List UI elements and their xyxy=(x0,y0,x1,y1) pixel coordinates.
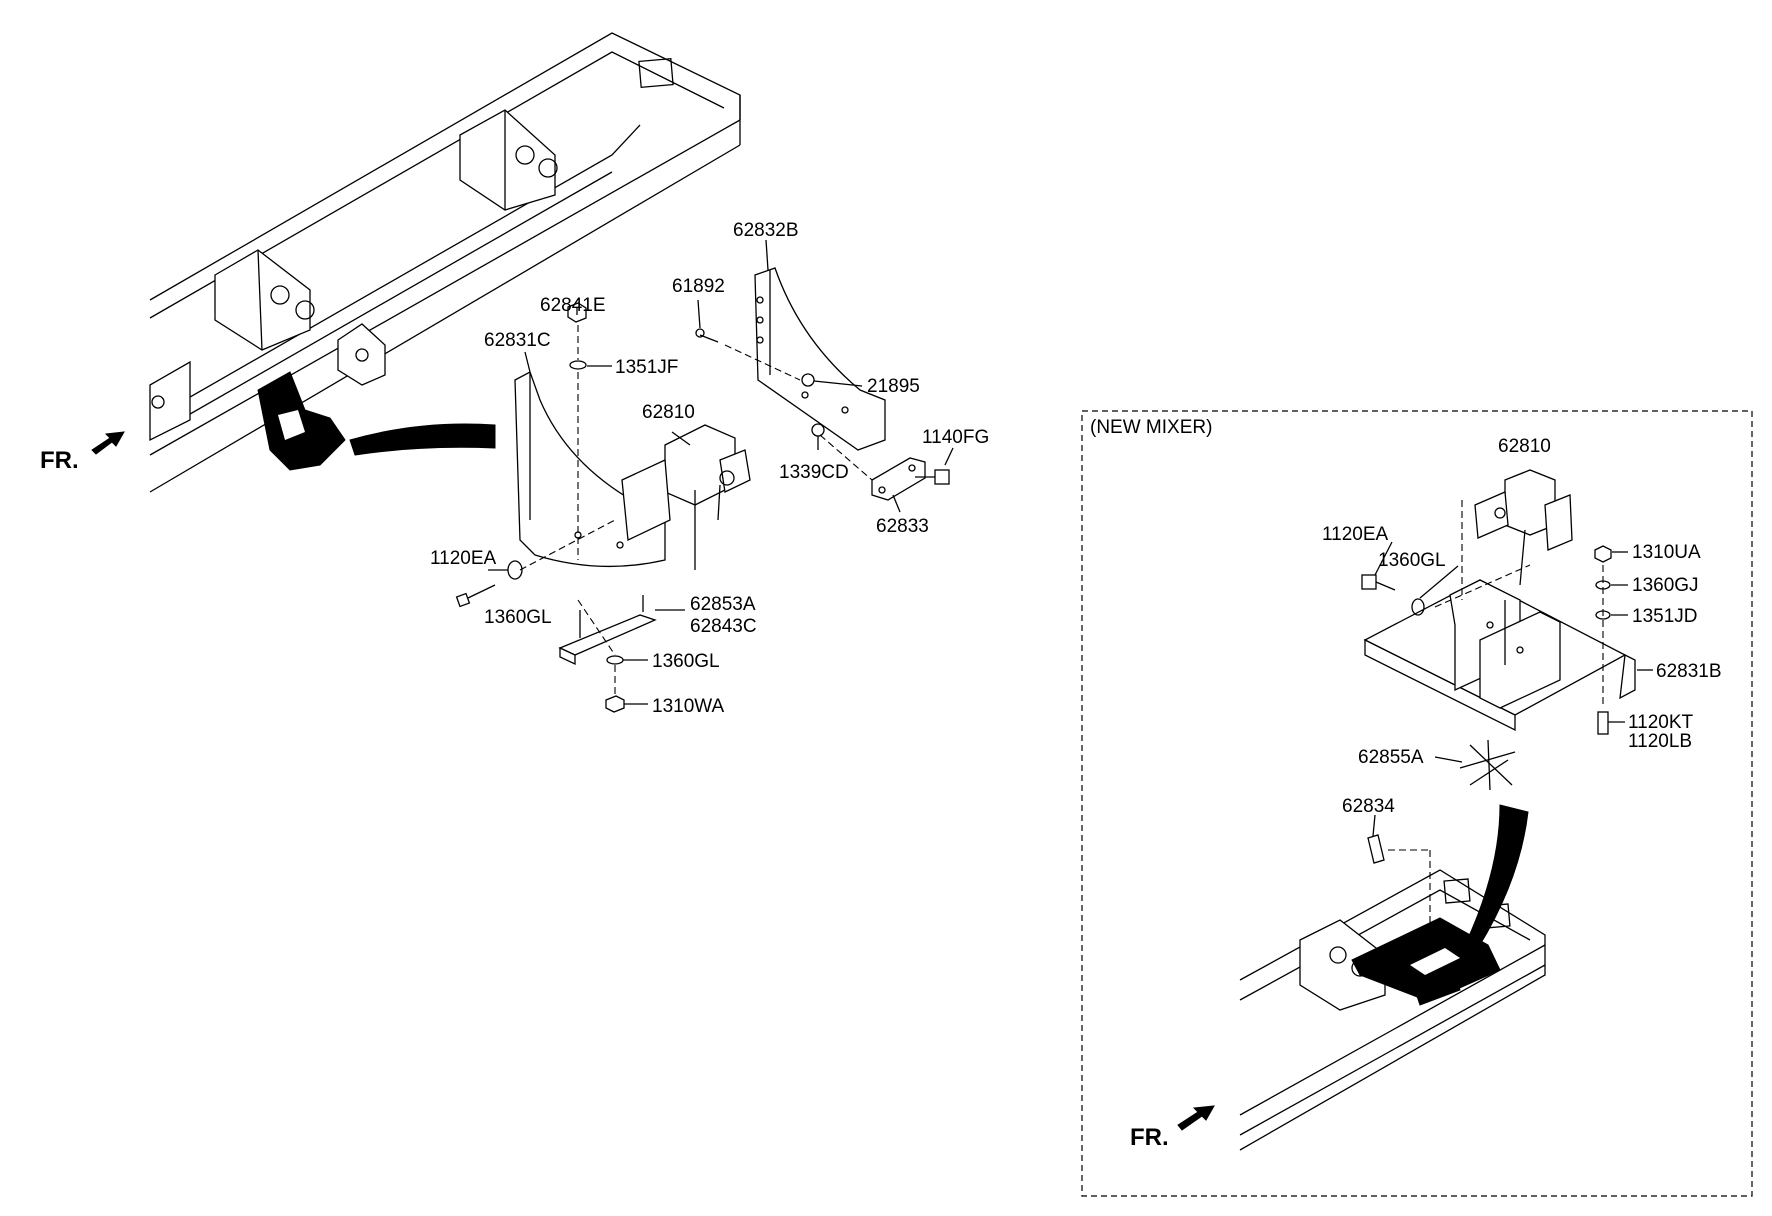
inset-label-1120KT: 1120KT xyxy=(1628,712,1694,733)
front-direction-indicator: FR. xyxy=(40,431,125,474)
label-62853A: 62853A xyxy=(690,594,756,615)
front-label: FR. xyxy=(40,447,79,474)
leader-lines-main xyxy=(488,239,954,705)
inset-leader-lines xyxy=(1372,541,1653,837)
part-labels-main: 62832B 61892 62841E 62831C 1351JF 21895 … xyxy=(430,220,989,717)
new-mixer-inset: (NEW MIXER) xyxy=(1081,410,1753,1197)
bracket-62810 xyxy=(621,424,751,570)
label-62832B: 62832B xyxy=(733,220,799,241)
plate-62833 xyxy=(871,457,926,501)
label-62843C: 62843C xyxy=(690,616,757,637)
inset-bracket-62810 xyxy=(1474,469,1573,586)
inset-label-1360GJ: 1360GJ xyxy=(1632,575,1699,596)
inset-label-62831B: 62831B xyxy=(1656,661,1722,682)
label-1339CD: 1339CD xyxy=(779,462,849,483)
label-62841E: 62841E xyxy=(540,295,606,316)
label-62831C: 62831C xyxy=(484,330,551,351)
label-1140FG: 1140FG xyxy=(922,427,989,448)
label-62833: 62833 xyxy=(876,516,929,537)
inset-label-1351JD: 1351JD xyxy=(1632,606,1698,627)
inset-label-1120LB: 1120LB xyxy=(1628,731,1692,752)
inset-label-62834: 62834 xyxy=(1342,796,1395,817)
inset-frame-62831B xyxy=(1363,579,1636,732)
channel-62853A xyxy=(558,595,657,666)
label-62810: 62810 xyxy=(642,402,695,423)
label-21895: 21895 xyxy=(867,376,920,397)
inset-front-direction-indicator: FR. xyxy=(1130,1105,1215,1151)
mount-location-highlight xyxy=(257,371,496,471)
label-61892: 61892 xyxy=(672,276,725,297)
bracket-62832B xyxy=(754,267,886,451)
inset-label-62855A: 62855A xyxy=(1358,747,1424,768)
label-1351JF: 1351JF xyxy=(615,357,678,378)
inset-title: (NEW MIXER) xyxy=(1090,417,1212,438)
inset-label-1360GL: 1360GL xyxy=(1378,550,1446,571)
inset-label-1120EA: 1120EA xyxy=(1322,524,1389,545)
chassis-frame xyxy=(149,32,741,493)
inset-part-labels: 62810 1120EA 1360GL 1310UA 1360GJ 1351JD… xyxy=(1322,436,1722,817)
label-1360GL-upper: 1360GL xyxy=(484,607,552,628)
inset-mount-location-highlight xyxy=(1351,804,1529,1006)
label-1120EA: 1120EA xyxy=(430,548,497,569)
inset-alignment-lines xyxy=(1388,500,1604,930)
alignment-lines-main xyxy=(519,325,873,695)
inset-label-62810: 62810 xyxy=(1498,436,1551,457)
inset-front-label: FR. xyxy=(1130,1124,1169,1151)
label-1360GL-lower: 1360GL xyxy=(652,651,720,672)
inset-chassis-frame xyxy=(1239,869,1546,1151)
label-1310WA: 1310WA xyxy=(652,696,724,717)
inset-label-1310UA: 1310UA xyxy=(1632,542,1701,563)
